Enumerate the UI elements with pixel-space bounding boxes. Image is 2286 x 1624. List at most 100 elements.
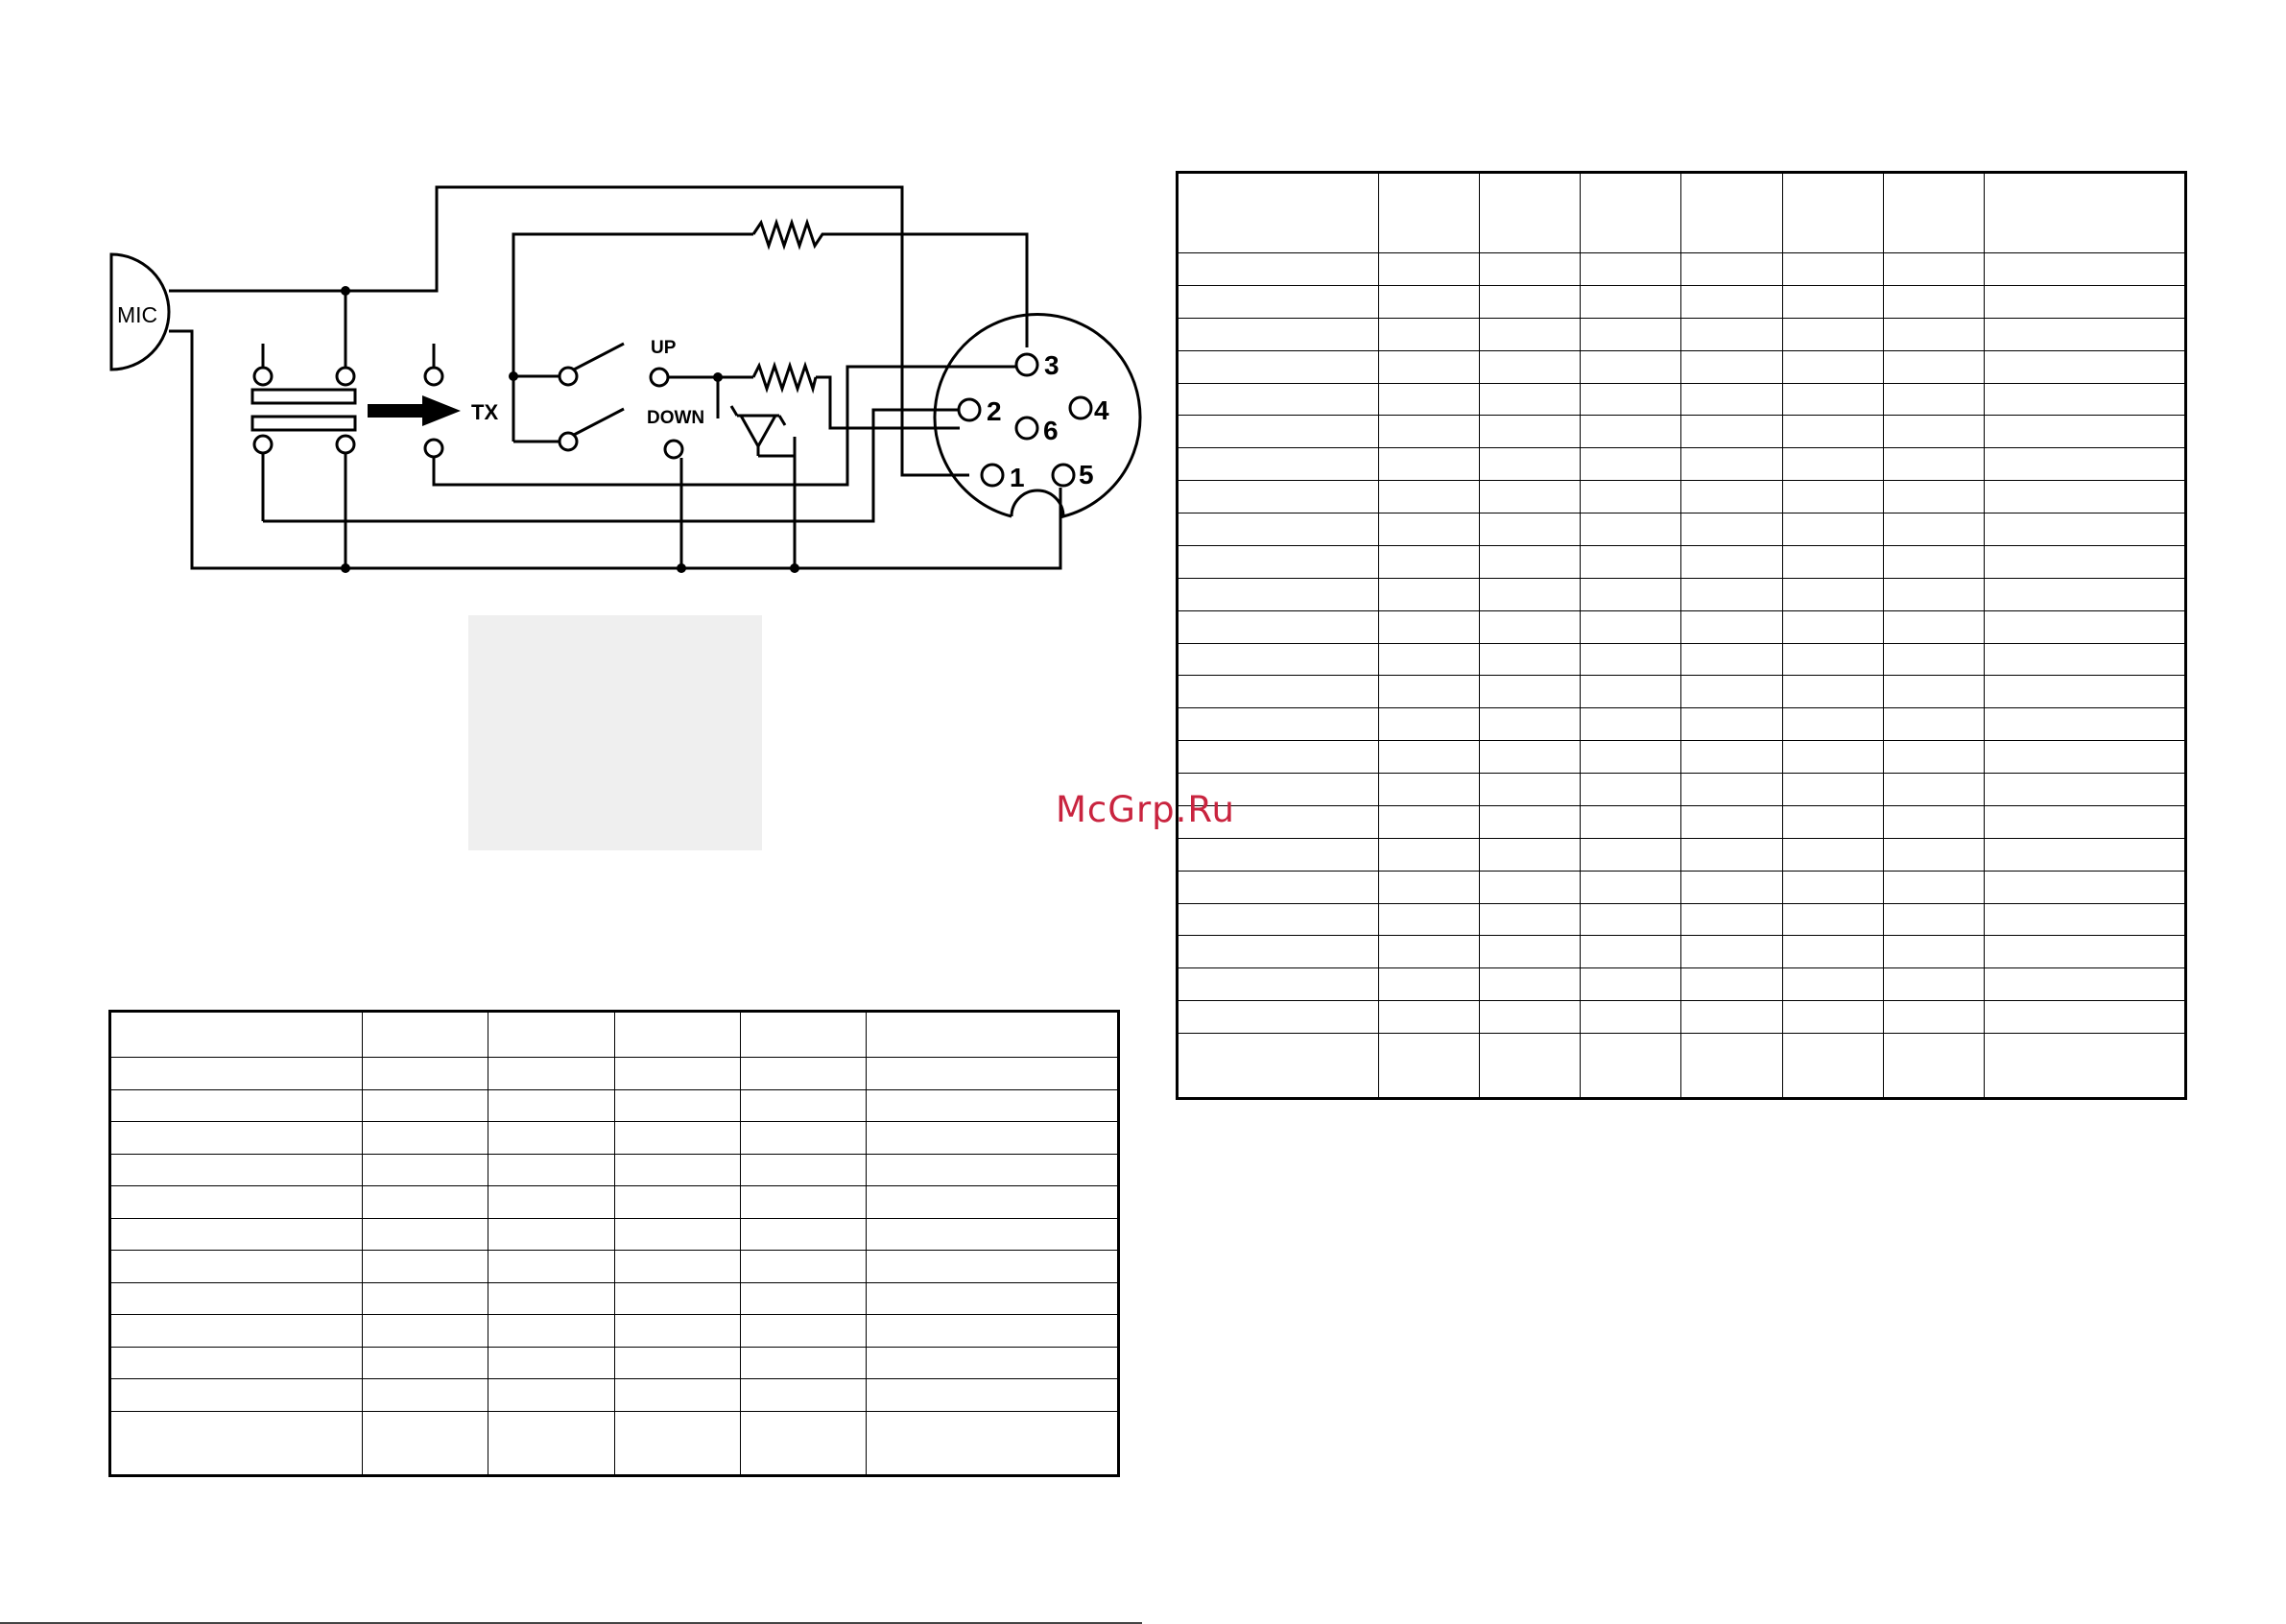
table-header-cell [109,1011,363,1058]
table-cell [1983,447,2187,482]
table-cell [1378,870,1481,904]
table-cell [1983,577,2187,611]
table-header-cell [1176,172,1380,253]
table-cell [1479,902,1582,937]
table-cell [739,1088,868,1123]
table-row [1176,870,2187,904]
table-cell [1176,284,1380,319]
table-cell [1983,1000,2187,1034]
table-cell [1479,317,1582,351]
table-cell [361,1378,489,1412]
table-cell [1580,804,1682,839]
table-cell [1378,935,1481,969]
gray-placeholder-box [468,615,762,850]
table-cell [613,1281,741,1316]
down-label: DOWN [647,408,704,428]
table-cell [1378,1000,1481,1034]
ptt-switch-lower-bar [250,415,357,432]
table-cell [1479,480,1582,513]
table-cell [1378,1033,1481,1099]
table-cell [1580,513,1682,546]
table-cell [1479,382,1582,417]
din-pin-4 [1068,395,1093,420]
table-cell [866,1217,1119,1252]
table-cell [1781,1000,1884,1034]
table-cell [1983,1033,2187,1099]
down-contact [663,439,684,460]
table-row [1176,773,2187,806]
table-cell [1983,349,2187,384]
zener-diode-symbol [738,414,778,450]
table-cell [109,1281,363,1316]
din-pin-6 [1014,416,1039,441]
table-cell [739,1378,868,1412]
table-cell [739,1057,868,1090]
table-row [1176,577,2187,611]
table-cell [361,1217,489,1252]
table-cell [1479,1000,1582,1034]
table-cell [1580,317,1682,351]
table-row [1176,317,2187,351]
table-cell [1176,870,1380,904]
table-row [1176,415,2187,449]
table-cell [1983,675,2187,709]
table-cell [1882,252,1985,286]
table-cell [1781,447,1884,482]
table-cell [109,1217,363,1252]
table-cell [739,1314,868,1348]
table-cell [1378,349,1481,384]
table-cell [1378,609,1481,644]
table-cell [1378,317,1481,351]
table-cell [1479,447,1582,482]
table-cell [1680,252,1783,286]
table-cell [1580,577,1682,611]
table-row [1176,382,2187,417]
table-cell [1781,577,1884,611]
table-row [109,1250,1119,1283]
table-cell [1983,382,2187,417]
table-row [109,1217,1119,1252]
table-header-cell [739,1011,868,1058]
table-cell [613,1250,741,1283]
table-cell [488,1121,615,1155]
table-cell [1479,804,1582,839]
table-header-cell [866,1011,1119,1058]
ptt-switch-upper-bar [250,388,357,405]
table-cell [866,1314,1119,1348]
table-cell [1479,1033,1582,1099]
table-cell [613,1057,741,1090]
table-cell [1580,675,1682,709]
table-cell [1479,967,1582,1002]
table-cell [109,1121,363,1155]
pin-label-5: 5 [1079,460,1094,490]
table-cell [1882,902,1985,937]
table-cell [1983,317,2187,351]
table-cell [1983,967,2187,1002]
resistor-top-symbol [751,218,825,251]
table-row [1176,935,2187,969]
table-cell [1680,415,1783,449]
table-row [1176,707,2187,742]
table-cell [1983,415,2187,449]
table-cell [361,1088,489,1123]
table-cell [1176,577,1380,611]
table-cell [866,1057,1119,1090]
table-cell [1378,804,1481,839]
table-row [1176,1000,2187,1034]
ptt-contact [335,434,356,455]
table-cell [1781,773,1884,806]
table-cell [1580,642,1682,677]
table-cell [1479,642,1582,677]
table-cell [739,1121,868,1155]
table-row [1176,609,2187,644]
table-cell [1680,544,1783,579]
table-cell [1781,707,1884,742]
table-cell [613,1121,741,1155]
tx-contact [423,438,444,459]
table-cell [1781,675,1884,709]
table-cell [1882,804,1985,839]
table-cell [1479,252,1582,286]
table-cell [1176,707,1380,742]
table-cell [488,1346,615,1380]
table-cell [1680,1000,1783,1034]
